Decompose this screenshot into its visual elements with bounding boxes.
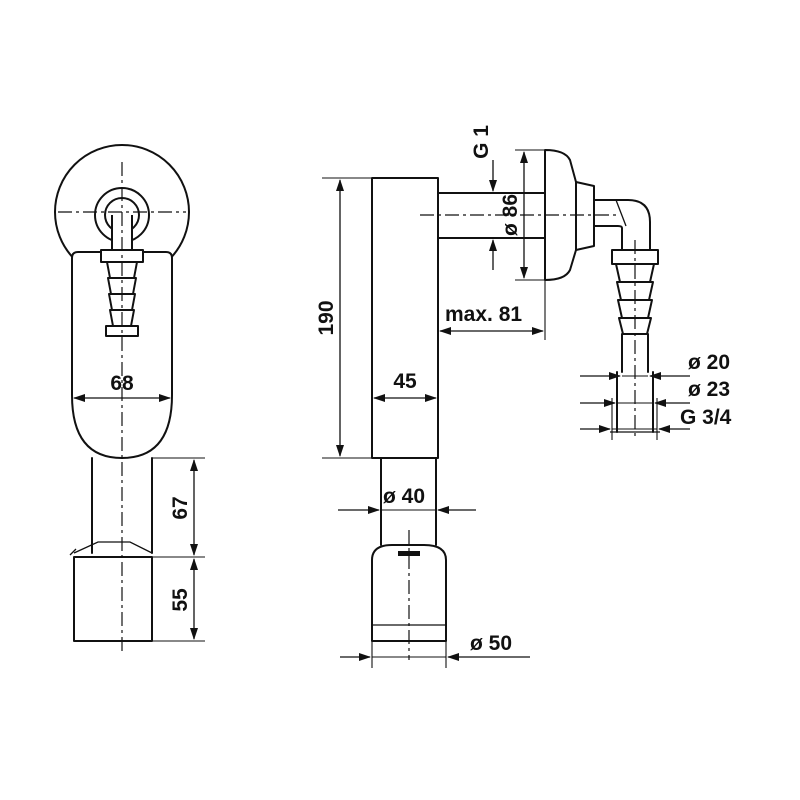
dim-55-label: 55 bbox=[169, 588, 192, 612]
side-view: 190 45 ø 40 ø 50 max. 81 G 1 ø 86 bbox=[315, 125, 659, 668]
front-pipe-cut-detail bbox=[69, 548, 77, 556]
dim-d86-label: ø 86 bbox=[499, 194, 522, 236]
dim-max81-label: max. 81 bbox=[445, 303, 522, 326]
side-hose-stem bbox=[621, 333, 649, 373]
dim-d23-label: ø 23 bbox=[688, 378, 730, 401]
hose-end-outline bbox=[616, 371, 654, 433]
side-outlet-slot bbox=[398, 551, 420, 556]
front-view: 68 67 55 bbox=[54, 144, 205, 652]
side-trap-body bbox=[371, 177, 439, 459]
side-elbow-joint bbox=[615, 199, 627, 227]
dim-g34-label: G 3/4 bbox=[680, 406, 732, 429]
dim-d40-label: ø 40 bbox=[383, 485, 425, 508]
dim-67-label: 67 bbox=[169, 496, 192, 519]
front-outlet bbox=[73, 556, 153, 642]
side-nut bbox=[575, 181, 595, 251]
front-lower-pipe bbox=[91, 457, 153, 554]
dim-68-label: 68 bbox=[110, 372, 134, 395]
side-lower-pipe bbox=[380, 457, 437, 546]
front-pipe-cut bbox=[73, 541, 153, 554]
dim-190-label: 190 bbox=[315, 300, 338, 335]
dim-d50-label: ø 50 bbox=[470, 632, 512, 655]
dim-d20-label: ø 20 bbox=[688, 351, 730, 374]
dim-45-label: 45 bbox=[393, 370, 417, 393]
hose-connector-dims: ø 20 ø 23 G 3/4 bbox=[580, 351, 732, 440]
side-elbow-pipe bbox=[593, 199, 651, 256]
dim-g1-label: G 1 bbox=[470, 125, 493, 159]
